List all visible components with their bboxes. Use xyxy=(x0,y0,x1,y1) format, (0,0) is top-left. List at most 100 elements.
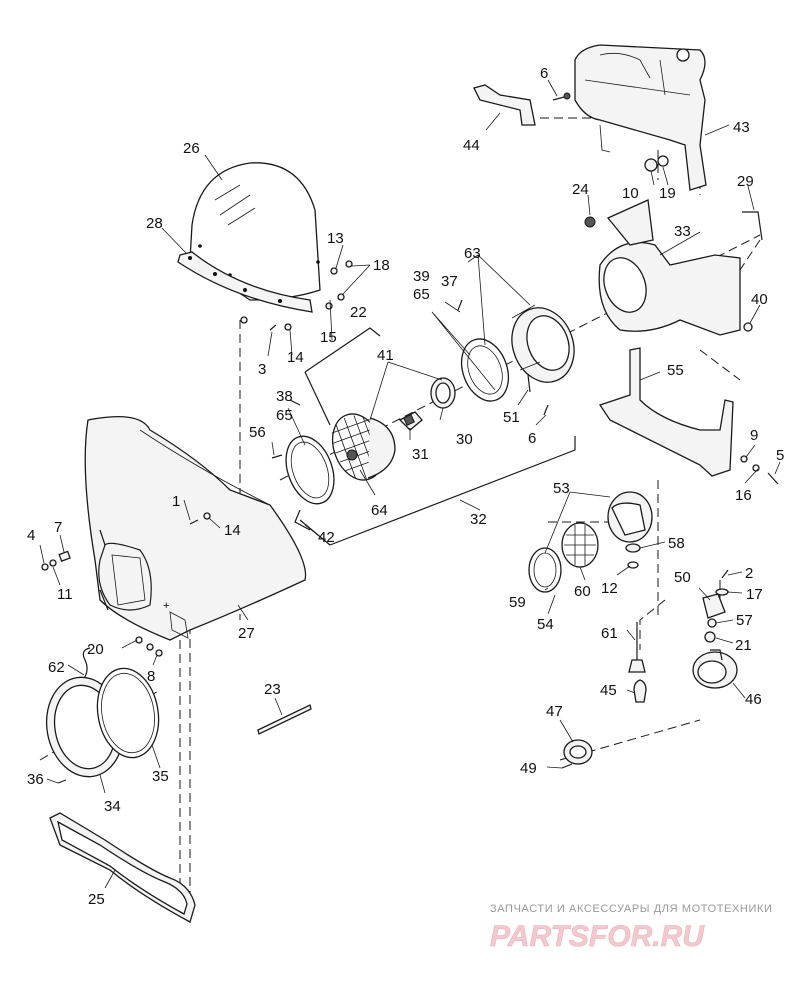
label-51: 51 xyxy=(503,409,520,426)
bracket-44 xyxy=(473,84,536,126)
leader-lines xyxy=(39,79,781,889)
label-14: 14 xyxy=(287,349,304,366)
label-42: 42 xyxy=(318,529,335,546)
label-50: 50 xyxy=(674,569,691,586)
label-15: 15 xyxy=(320,329,337,346)
label-7: 7 xyxy=(54,519,62,536)
label-21: 21 xyxy=(735,637,752,654)
headlamp-housing xyxy=(584,199,741,336)
label-30: 30 xyxy=(456,431,473,448)
label-6-lower: 6 xyxy=(528,430,536,447)
washer-17 xyxy=(715,588,729,596)
label-57: 57 xyxy=(736,612,753,629)
label-31: 31 xyxy=(412,446,429,463)
screw-40 xyxy=(743,322,753,332)
label-43: 43 xyxy=(733,119,750,136)
label-59: 59 xyxy=(509,594,526,611)
label-35: 35 xyxy=(152,768,169,785)
label-39: 39 xyxy=(413,268,430,285)
label-24: 24 xyxy=(572,181,589,198)
label-27: 27 xyxy=(238,625,255,642)
windshield xyxy=(189,162,321,302)
label-38: 38 xyxy=(276,388,293,405)
label-5: 5 xyxy=(776,447,784,464)
label-26: 26 xyxy=(183,140,200,157)
label-32: 32 xyxy=(470,511,487,528)
lower-mount xyxy=(692,593,738,689)
watermark-brand: PARTSFOR.RU xyxy=(490,920,705,953)
hex-key xyxy=(742,211,763,241)
screw-head xyxy=(563,92,571,100)
label-17: 17 xyxy=(746,586,763,603)
label-53: 53 xyxy=(553,480,570,497)
label-8: 8 xyxy=(147,668,155,685)
label-33: 33 xyxy=(674,223,691,240)
label-49: 49 xyxy=(520,760,537,777)
bracket-55 xyxy=(598,347,734,477)
label-60: 60 xyxy=(574,583,591,600)
windshield-screws xyxy=(269,260,353,331)
label-11: 11 xyxy=(57,586,73,603)
label-29: 29 xyxy=(737,173,754,190)
label-25: 25 xyxy=(88,891,105,908)
washer-10 xyxy=(644,158,658,172)
label-61: 61 xyxy=(601,625,618,642)
washer-16 xyxy=(752,464,760,472)
label-20: 20 xyxy=(87,641,104,658)
screw-5 xyxy=(767,472,779,485)
label-3: 3 xyxy=(258,361,266,378)
svg-text:+: + xyxy=(163,600,169,612)
label-56: 56 xyxy=(249,424,266,441)
label-1: 1 xyxy=(172,493,180,510)
label-41: 41 xyxy=(377,347,394,364)
label-6: 6 xyxy=(540,65,548,82)
upper-housing xyxy=(574,44,707,191)
label-44: 44 xyxy=(463,137,480,154)
spring-62 xyxy=(82,647,91,681)
label-19: 19 xyxy=(659,185,676,202)
label-12: 12 xyxy=(601,580,618,597)
screw-2 xyxy=(721,569,729,579)
label-47: 47 xyxy=(546,703,563,720)
label-45: 45 xyxy=(600,682,617,699)
label-65: 65 xyxy=(413,286,430,303)
label-10: 10 xyxy=(622,185,639,202)
washer-9 xyxy=(740,455,748,463)
spot-lamp xyxy=(528,491,653,593)
label-2: 2 xyxy=(745,565,753,582)
label-40: 40 xyxy=(751,291,768,308)
label-18: 18 xyxy=(373,257,390,274)
label-4: 4 xyxy=(27,527,35,544)
watermark-tagline: ЗАПЧАСТИ И АКСЕССУАРЫ ДЛЯ МОТОТЕХНИКИ xyxy=(490,903,772,915)
windshield-trim-strip xyxy=(177,251,313,313)
headlight-assembly xyxy=(271,299,575,505)
label-23: 23 xyxy=(264,681,281,698)
label-37: 37 xyxy=(441,273,458,290)
label-13: 13 xyxy=(327,230,344,247)
label-34: 34 xyxy=(104,798,121,815)
gasket-25 xyxy=(49,812,196,923)
label-62: 62 xyxy=(48,659,65,676)
washer-19 xyxy=(657,155,669,167)
fairing-screws xyxy=(41,316,248,657)
trim-rings xyxy=(45,667,160,784)
rod-23 xyxy=(257,704,312,735)
label-22: 22 xyxy=(350,304,367,321)
callout-labels: 6 43 44 10 19 29 24 33 26 28 13 18 63 39… xyxy=(27,65,784,908)
fairing: + xyxy=(84,416,307,641)
clip-42 xyxy=(294,509,311,531)
label-63: 63 xyxy=(464,245,481,262)
watermark: ЗАПЧАСТИ И АКСЕССУАРЫ ДЛЯ МОТОТЕХНИКИ PA… xyxy=(490,903,772,953)
label-9: 9 xyxy=(750,427,758,444)
label-28: 28 xyxy=(146,215,163,232)
label-54: 54 xyxy=(537,616,554,633)
label-36: 36 xyxy=(27,771,44,788)
label-46: 46 xyxy=(745,691,762,708)
label-58: 58 xyxy=(668,535,685,552)
label-64: 64 xyxy=(371,502,388,519)
bulb-wiring xyxy=(561,622,647,769)
label-14-lower: 14 xyxy=(224,522,241,539)
label-55: 55 xyxy=(667,362,684,379)
